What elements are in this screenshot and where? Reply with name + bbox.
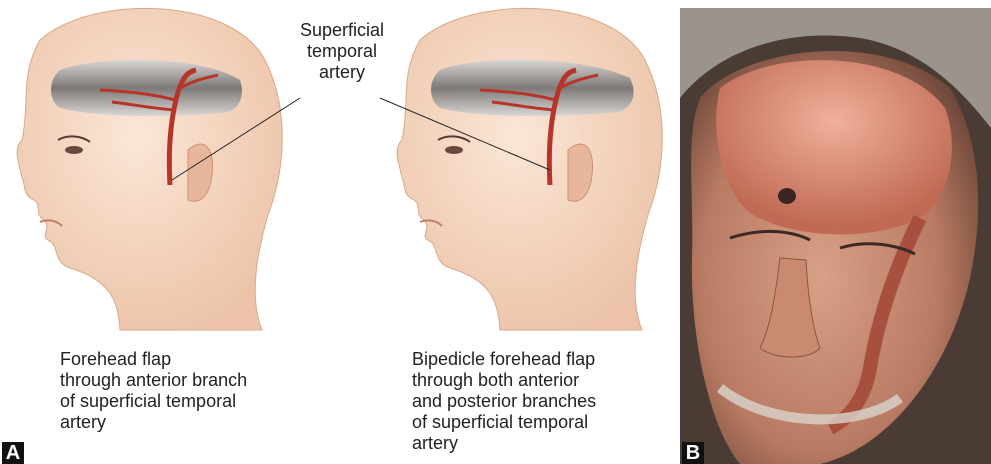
clinical-photo-panel-b xyxy=(680,8,991,464)
panel-label-a: A xyxy=(2,442,24,464)
superficial-temporal-artery-label: Superficial temporal artery xyxy=(282,20,402,83)
forehead-flap xyxy=(716,60,952,234)
head-right xyxy=(397,8,662,330)
clinical-photo xyxy=(680,8,991,464)
head-left xyxy=(17,8,282,330)
caption-bipedicle-forehead-flap: Bipedicle forehead flap through both ant… xyxy=(412,349,662,454)
illustration-panel-a: Superficial temporal artery Forehead fla… xyxy=(0,0,670,464)
lesion xyxy=(778,188,796,204)
panel-label-b: B xyxy=(682,442,704,464)
caption-forehead-flap: Forehead flap through anterior branch of… xyxy=(60,349,310,433)
